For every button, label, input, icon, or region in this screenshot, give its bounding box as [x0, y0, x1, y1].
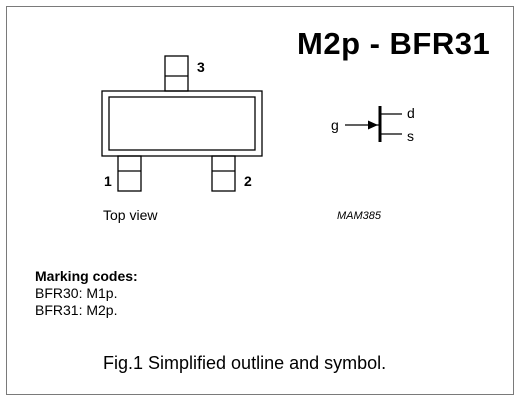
drain-label: d — [407, 105, 415, 121]
lead-3 — [164, 55, 189, 92]
marking-heading: Marking codes: — [35, 268, 138, 284]
gate-label: g — [331, 117, 339, 133]
top-view-label: Top view — [103, 207, 158, 223]
package-body — [101, 90, 263, 157]
gate-arrow — [368, 120, 378, 130]
pin-label-2: 2 — [244, 173, 252, 189]
figure-frame — [6, 6, 514, 395]
source-label: s — [407, 128, 414, 144]
part-title: M2p - BFR31 — [297, 26, 490, 61]
drawing-reference: MAM385 — [337, 210, 382, 222]
marking-line-bfr30: BFR30: M1p. — [35, 285, 118, 301]
figure-caption: Fig.1 Simplified outline and symbol. — [103, 353, 386, 373]
lead-1 — [117, 155, 142, 192]
pin-label-1: 1 — [104, 173, 112, 189]
marking-line-bfr31: BFR31: M2p. — [35, 302, 118, 318]
marking-codes: Marking codes: BFR30: M1p. BFR31: M2p. — [35, 268, 138, 319]
pin-label-3: 3 — [197, 59, 205, 75]
package-outline — [101, 55, 263, 192]
lead-2 — [211, 155, 236, 192]
fet-symbol — [345, 106, 402, 142]
